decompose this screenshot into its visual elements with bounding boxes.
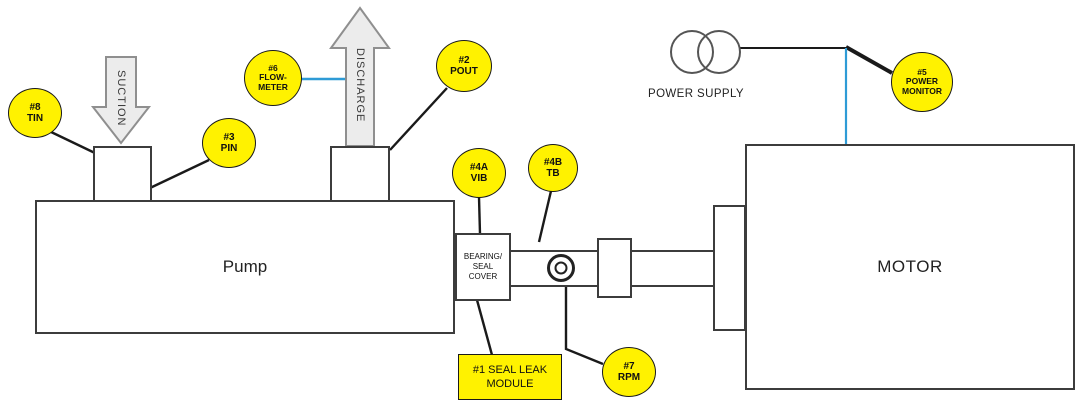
sensor-flowmeter-id: #6 [268, 62, 278, 73]
sensor-power-monitor-id: #5 [917, 66, 927, 77]
sensor-pout-circle: #2 POUT [436, 40, 492, 92]
sensor-power-monitor-circle: #5 POWER MONITOR [891, 52, 953, 112]
motor-label: MOTOR [877, 257, 943, 276]
sensor-pout-id: #2 [458, 54, 470, 66]
sensor-flowmeter-circle: #6 FLOW- METER [244, 50, 302, 106]
sensor-power-monitor-name: POWER MONITOR [902, 76, 942, 96]
sensor-tin-name: TIN [26, 113, 44, 124]
transformer-coil-right [697, 30, 741, 74]
leader-pout [389, 87, 448, 151]
motor-box: MOTOR [745, 144, 1075, 390]
leader-vib [477, 196, 482, 235]
leader-pin [149, 158, 210, 190]
seal-leak-module-label: #1 SEAL LEAK MODULE [472, 363, 548, 390]
sensor-rpm-name: RPM [617, 372, 641, 383]
suction-label: SUCTION [115, 69, 127, 127]
leader-tb [537, 190, 553, 243]
sensor-vib-id: #4A [469, 161, 489, 173]
seal-leak-module-box: #1 SEAL LEAK MODULE [458, 354, 562, 400]
sensor-tb-name: TB [546, 168, 560, 179]
leader-rpm [564, 286, 604, 366]
pump-box: Pump [35, 200, 455, 334]
sensor-tin-id: #8 [29, 101, 41, 113]
sensor-rpm-circle: #7 RPM [602, 347, 656, 397]
pump-label: Pump [222, 257, 268, 276]
sensor-rpm-id: #7 [623, 360, 635, 372]
sensor-vib-circle: #4A VIB [452, 148, 506, 198]
leader-seal-module [475, 299, 494, 356]
discharge-nozzle [330, 146, 390, 202]
bearing-seal-cover-box: BEARING/ SEAL COVER [455, 233, 511, 301]
sensor-pout-name: POUT [450, 66, 478, 77]
transformer-coil-left [670, 30, 714, 74]
power-monitor-line [845, 45, 893, 75]
sensor-pin-circle: #3 PIN [202, 118, 256, 168]
motor-shaft-stub [713, 205, 746, 331]
suction-arrow [90, 56, 152, 145]
sensor-pin-id: #3 [223, 131, 235, 143]
bearing-seal-cover-label: BEARING/ SEAL COVER [463, 252, 503, 281]
sensor-tb-id: #4B [543, 156, 563, 168]
sensor-flowmeter-name: FLOW- METER [258, 72, 288, 92]
transformer-icon [670, 30, 741, 74]
leader-tin [48, 129, 98, 156]
rpm-target-center [554, 261, 568, 275]
discharge-label: DISCHARGE [354, 47, 366, 123]
suction-nozzle [93, 146, 152, 202]
sensor-tb-circle: #4B TB [528, 144, 578, 192]
power-supply-label: POWER SUPPLY [648, 88, 744, 100]
sensor-tin-circle: #8 TIN [8, 88, 62, 138]
sensor-pin-name: PIN [220, 143, 238, 154]
sensor-vib-name: VIB [470, 173, 488, 184]
coupling-box [597, 238, 632, 298]
